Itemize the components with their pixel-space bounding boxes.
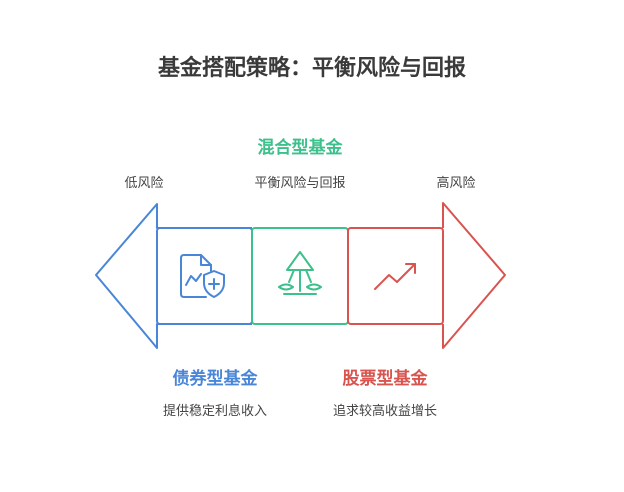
bond-fund-description: 提供稳定利息收入 (162, 404, 267, 419)
low-risk-label: 低风险 (124, 176, 164, 191)
bond-fund-title: 债券型基金 (172, 369, 258, 389)
high-risk-label: 高风险 (436, 176, 476, 191)
mixed-fund-title: 混合型基金 (257, 138, 343, 158)
stock-fund-title: 股票型基金 (342, 369, 428, 389)
stock-fund-box (347, 227, 444, 325)
right-arrow-head (442, 202, 506, 349)
left-arrow-head (95, 203, 252, 349)
page-title: 基金搭配策略：平衡风险与回报 (157, 56, 466, 81)
document-shield-icon (180, 254, 225, 298)
trending-up-icon (374, 263, 416, 290)
balance-scale-icon (278, 251, 322, 295)
balanced-risk-label: 平衡风险与回报 (254, 176, 346, 191)
stock-fund-description: 追求较高收益增长 (332, 404, 437, 419)
